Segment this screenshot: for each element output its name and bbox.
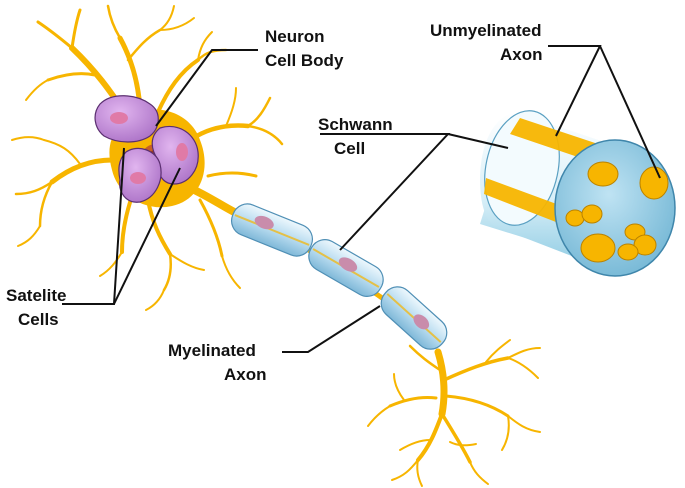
- axon-terminal: [367, 339, 541, 487]
- label-neuron-cell-body: Neuron Cell Body: [265, 27, 344, 70]
- axon-section-7: [633, 234, 657, 256]
- labels: Neuron Cell Body Schwann Cell Unmyelinat…: [6, 21, 546, 384]
- label-unmyelinated-axon: Unmyelinated Axon: [430, 21, 546, 64]
- satellite-cells: [94, 95, 199, 203]
- label-schwann-cell: Schwann Cell: [318, 115, 397, 158]
- schwann-sheath-2: [308, 239, 384, 297]
- leader-lines: [62, 45, 661, 353]
- myelin-sheaths: [230, 203, 448, 350]
- leader-unmyelinated-2: [599, 45, 661, 179]
- leader-myelinated-axon: [282, 305, 381, 353]
- axon-section-2: [639, 166, 669, 200]
- axon-section-4: [581, 204, 603, 224]
- leader-neuron-cell-body: [155, 49, 258, 127]
- nerve-cylinder: [480, 110, 676, 277]
- axon-section-5: [580, 233, 616, 263]
- cylinder-front-face: [554, 139, 676, 277]
- schwann-nucleus-3: [413, 314, 430, 330]
- satellite-nucleus-1: [110, 112, 128, 124]
- label-myelinated-axon: Myelinated Axon: [168, 341, 267, 384]
- axon-section-3: [565, 209, 585, 227]
- axon-section-1: [587, 161, 619, 187]
- leader-unmyelinated-1: [548, 45, 602, 137]
- satellite-nucleus-3: [130, 172, 146, 184]
- leader-satelite-2: [113, 167, 181, 305]
- schwann-sheath-1: [230, 203, 314, 257]
- label-satelite-cells: Satelite Cells: [6, 286, 71, 329]
- unmyelinated-axon-bundle: [565, 161, 669, 263]
- leader-schwann-to-cylinder: [447, 133, 509, 149]
- satellite-nucleus-2: [176, 143, 188, 161]
- satellite-cell-2: [151, 125, 199, 185]
- schwann-sheath-3: [380, 286, 448, 350]
- axon-section-8: [617, 243, 639, 261]
- schwann-nucleus-1: [254, 215, 274, 230]
- schwann-nucleus-2: [338, 257, 358, 272]
